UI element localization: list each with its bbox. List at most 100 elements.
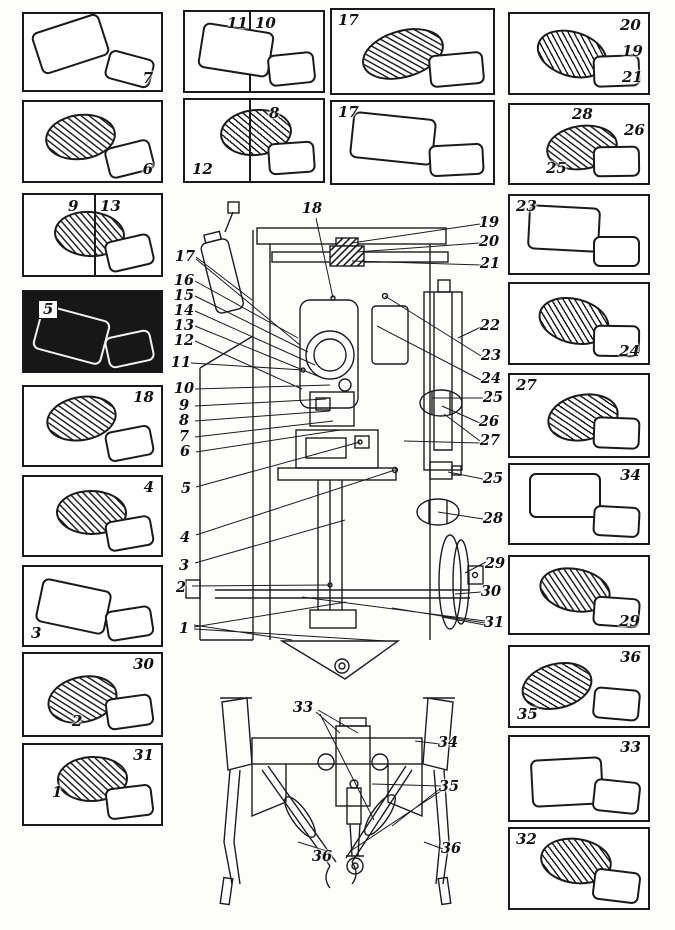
detail-panel-4: 4 — [22, 475, 163, 557]
part-illustration — [592, 145, 641, 178]
detail-panel-6: 6 — [22, 100, 163, 183]
main-diagram-art — [185, 201, 484, 680]
callout-16: 16 — [173, 271, 195, 289]
callout-23: 23 — [480, 346, 502, 364]
callout-29: 29 — [484, 554, 506, 572]
part-illustration — [33, 577, 113, 637]
panel-number: 20 — [620, 16, 641, 34]
panel-number: 34 — [620, 466, 641, 484]
part-illustration — [591, 777, 642, 816]
callout-12: 12 — [173, 331, 195, 349]
panel-number: 6 — [142, 160, 153, 178]
panel-number: 29 — [619, 612, 640, 630]
panel-number: 30 — [133, 655, 154, 673]
callout-36l: 36 — [311, 847, 333, 865]
panel-number: 21 — [622, 68, 643, 86]
detail-panel-29: 29 — [508, 555, 650, 635]
panel-number: 17 — [338, 11, 359, 29]
detail-panel-5: 5 — [22, 290, 163, 373]
part-illustration — [349, 110, 438, 167]
panel-number: 7 — [142, 69, 153, 87]
panel-number: 11 — [227, 14, 248, 32]
part-illustration — [103, 423, 156, 463]
detail-panel-28: 28 26 25 — [508, 103, 650, 185]
part-illustration — [104, 783, 155, 821]
part-illustration — [266, 140, 316, 177]
panel-number: 19 — [622, 42, 643, 60]
callout-5: 5 — [180, 479, 192, 497]
panel-number: 23 — [516, 197, 537, 215]
callout-18: 18 — [301, 199, 323, 217]
panel-number: 8 — [269, 104, 280, 122]
panel-number: 33 — [620, 738, 641, 756]
part-illustration — [591, 867, 642, 905]
callout-11: 11 — [170, 353, 192, 371]
part-illustration — [529, 472, 602, 519]
panel-number: 28 — [572, 105, 593, 123]
panel-number: 1 — [52, 783, 63, 801]
part-illustration — [427, 50, 485, 89]
detail-panel-9: 9 13 — [22, 193, 163, 277]
panel-number: 5 — [38, 300, 59, 319]
panel-number: 31 — [133, 746, 154, 764]
detail-panel-27: 27 — [508, 373, 650, 458]
callout-20: 20 — [478, 232, 500, 250]
callout-13: 13 — [173, 316, 195, 334]
callout-6: 6 — [179, 442, 191, 460]
callout-33: 33 — [292, 698, 314, 716]
detail-panel-23: 23 — [508, 194, 650, 275]
callout-36r: 36 — [440, 839, 462, 857]
part-illustration — [427, 142, 485, 178]
panel-number: 17 — [338, 103, 359, 121]
callout-2: 2 — [175, 578, 187, 596]
panel-number: 4 — [143, 478, 154, 496]
main-diagram-leaders — [190, 217, 487, 642]
callout-10: 10 — [173, 379, 195, 397]
callout-22: 22 — [479, 316, 501, 334]
part-illustration — [104, 604, 155, 643]
detail-panel-30: 30 2 — [22, 652, 163, 737]
panel-number: 25 — [546, 159, 567, 177]
panel-number: 27 — [516, 376, 537, 394]
detail-panel-7: 7 — [22, 12, 163, 92]
panel-number: 13 — [100, 197, 121, 215]
panel-number: 2 — [72, 712, 83, 730]
detail-panel-17: 17 — [330, 8, 495, 95]
panel-number: 36 — [620, 648, 641, 666]
panel-number: 3 — [31, 624, 42, 642]
part-illustration — [526, 204, 601, 253]
detail-panel-18: 18 — [22, 385, 163, 467]
detail-panel-33: 33 — [508, 735, 650, 822]
callout-35: 35 — [438, 777, 460, 795]
detail-panel-24: 24 — [508, 282, 650, 365]
panel-number: 24 — [619, 342, 640, 360]
detail-panel-34: 34 — [508, 463, 650, 545]
callout-30: 30 — [480, 582, 502, 600]
panel-number: 9 — [68, 197, 79, 215]
detail-panel-3: 3 — [22, 565, 163, 647]
part-illustration — [104, 693, 155, 732]
part-illustration — [592, 504, 641, 538]
detail-panel-32: 32 — [508, 827, 650, 910]
callout-4: 4 — [179, 528, 191, 546]
callout-19: 19 — [478, 213, 500, 231]
part-illustration — [266, 50, 317, 88]
callout-28: 28 — [482, 509, 504, 527]
callout-26: 26 — [478, 412, 500, 430]
callout-24: 24 — [480, 369, 502, 387]
detail-panel-17: 17 — [330, 100, 495, 185]
callout-8: 8 — [178, 411, 190, 429]
lower-diagram-leaders — [297, 709, 444, 853]
panel-number: 18 — [133, 388, 154, 406]
part-illustration — [592, 416, 641, 451]
callout-17: 17 — [174, 247, 196, 265]
part-illustration — [592, 236, 640, 267]
callout-27: 27 — [479, 431, 501, 449]
callout-1: 1 — [178, 619, 190, 637]
panel-number: 26 — [624, 121, 645, 139]
panel-number: 10 — [255, 14, 276, 32]
callout-14: 14 — [173, 301, 195, 319]
lower-diagram-art — [219, 697, 455, 906]
